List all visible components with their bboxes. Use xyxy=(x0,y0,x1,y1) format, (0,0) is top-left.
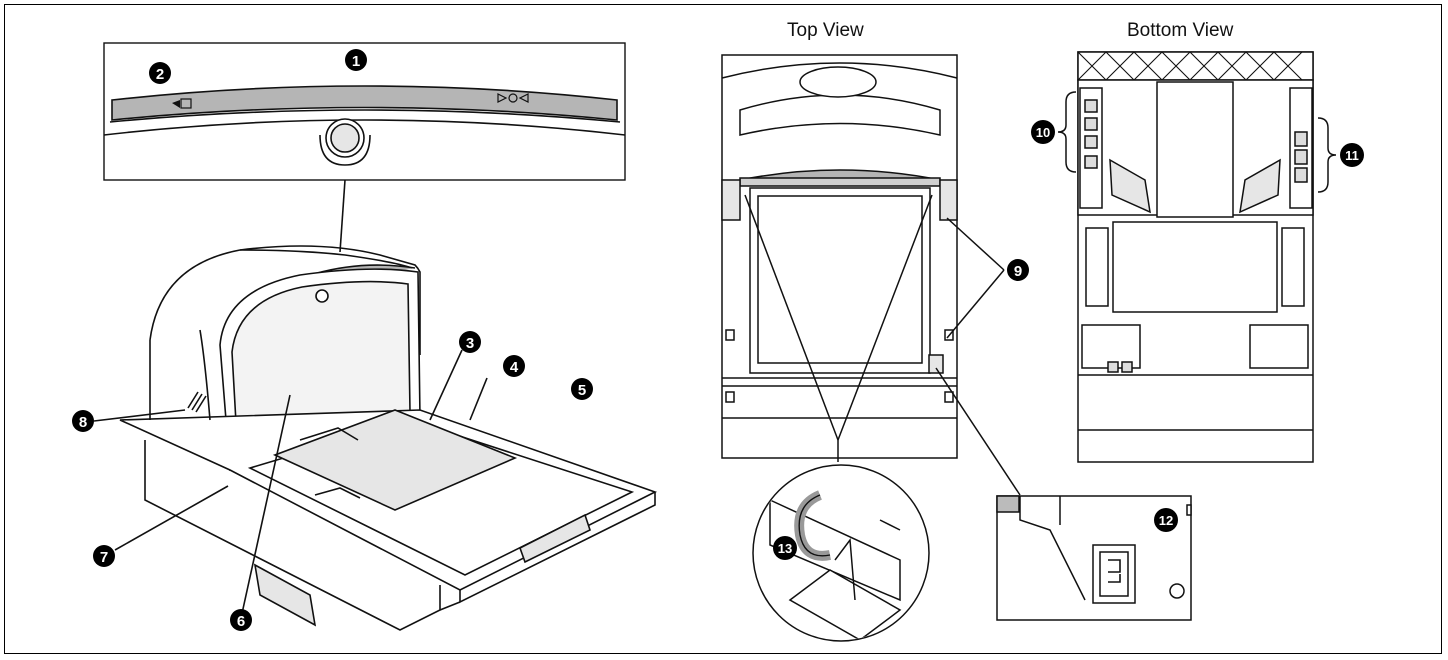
svg-text:5: 5 xyxy=(578,382,586,399)
callout-11: 11 xyxy=(1340,143,1364,167)
svg-text:13: 13 xyxy=(778,541,792,556)
leader-13a xyxy=(744,194,839,441)
leader-9a xyxy=(946,217,1005,271)
callout-4: 4 xyxy=(503,355,525,377)
top-view-diagram: Top View xyxy=(721,20,1021,496)
detail-13-view xyxy=(752,464,930,642)
leader-6 xyxy=(240,394,291,619)
callout-13: 13 xyxy=(773,536,797,560)
leader-13b xyxy=(837,194,933,441)
callout-8: 8 xyxy=(72,410,94,432)
callout-markers: 1 2 3 4 5 6 7 8 xyxy=(72,49,1364,631)
callout-1: 1 xyxy=(345,49,367,71)
svg-text:2: 2 xyxy=(156,66,164,83)
brace-10 xyxy=(1057,91,1077,173)
bottom-view-title: Bottom View xyxy=(1127,20,1234,41)
scanner-body xyxy=(119,245,658,631)
leader-7 xyxy=(114,485,229,551)
callout-2: 2 xyxy=(149,62,171,84)
svg-text:7: 7 xyxy=(100,549,108,566)
callout-10: 10 xyxy=(1031,120,1055,144)
bottom-view-diagram: Bottom View xyxy=(1057,20,1337,463)
svg-text:8: 8 xyxy=(79,414,87,431)
callout-9: 9 xyxy=(1007,259,1029,281)
svg-text:4: 4 xyxy=(510,359,519,376)
callout-5: 5 xyxy=(571,378,593,400)
figure-frame xyxy=(4,4,1442,654)
leader-9b xyxy=(946,269,1005,339)
callout-3: 3 xyxy=(459,331,481,353)
svg-text:6: 6 xyxy=(237,613,245,630)
callout-7: 7 xyxy=(93,545,115,567)
scanner-perspective-view xyxy=(93,42,658,631)
svg-text:3: 3 xyxy=(466,335,474,352)
svg-text:1: 1 xyxy=(352,53,360,70)
leader-8 xyxy=(93,409,186,422)
leader-3 xyxy=(429,349,463,421)
arch-detail-inset xyxy=(103,42,626,253)
svg-text:10: 10 xyxy=(1036,125,1050,140)
svg-text:9: 9 xyxy=(1014,263,1022,280)
svg-text:12: 12 xyxy=(1159,513,1173,528)
leader-12 xyxy=(935,367,1021,496)
top-view-title: Top View xyxy=(787,20,864,41)
svg-text:11: 11 xyxy=(1345,148,1359,163)
leader-4 xyxy=(469,377,488,421)
brace-11 xyxy=(1317,117,1337,193)
callout-12: 12 xyxy=(1154,508,1178,532)
callout-6: 6 xyxy=(230,609,252,631)
